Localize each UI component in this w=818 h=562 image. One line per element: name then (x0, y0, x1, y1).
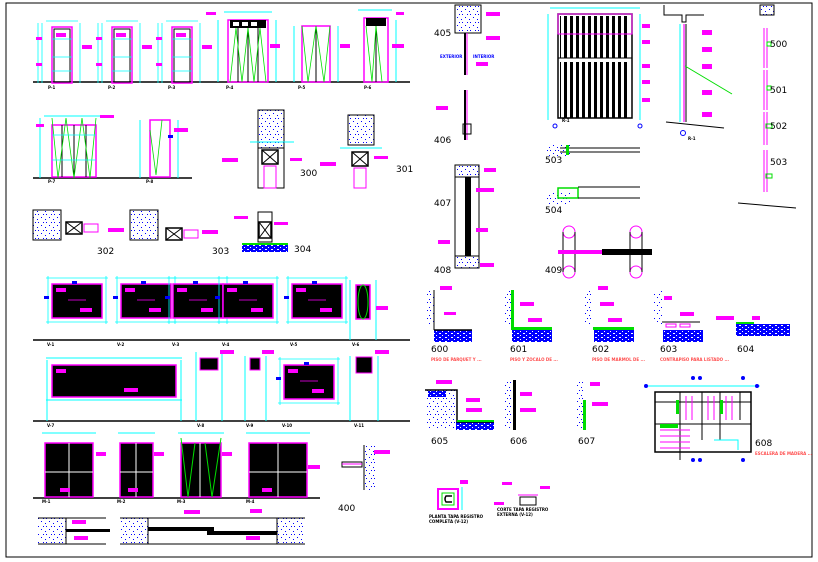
details-600-series (425, 286, 790, 430)
detail-label-602: 602 (592, 345, 610, 355)
window-label-v9: V-9 (246, 423, 254, 428)
door-elevations-row2 (33, 115, 192, 179)
door-elevations-row3 (33, 432, 390, 499)
door-label-m2: M-2 (117, 499, 126, 504)
detail-note-600: PISO DE PARQUET Y ... (431, 357, 482, 362)
detail-label-400: 400 (338, 504, 356, 514)
window-label-v10: V-10 (282, 423, 293, 428)
detail-label-601: 601 (510, 345, 528, 355)
sheet-border (5, 2, 813, 558)
door-label-p4: P-4 (226, 85, 234, 90)
window-label-v7: V-7 (47, 423, 55, 428)
interior-label: INTERIOR (473, 54, 495, 59)
detail-label-301: 301 (396, 165, 414, 175)
bottom-sections (38, 509, 305, 545)
door-label-p3: P-3 (168, 85, 176, 90)
detail-label-607: 607 (578, 437, 596, 447)
detail-label-409: 409 (545, 266, 563, 276)
detail-label-303: 303 (212, 247, 230, 257)
door-label-m1: M-1 (42, 499, 51, 504)
detail-label-408: 408 (434, 266, 452, 276)
detail-label-606: 606 (510, 437, 528, 447)
detail-label-608: 608 (755, 439, 773, 449)
detail-label-502: 502 (770, 122, 788, 132)
detail-label-407: 407 (434, 199, 452, 209)
door-label-m3: M-3 (177, 499, 186, 504)
door-label-p6: P-6 (364, 85, 372, 90)
door-label-p2: P-2 (108, 85, 116, 90)
registro-section-subtitle: EXTERNA (V-12) (497, 512, 533, 517)
detail-label-605: 605 (431, 437, 449, 447)
railing-label: R-1 (688, 136, 696, 141)
door-label-m4: M-4 (246, 499, 255, 504)
detail-label-500: 500 (770, 40, 788, 50)
detail-note-602: PISO DE MARMOL DE ... (592, 357, 646, 362)
detail-label-503-right: 503 (770, 158, 788, 168)
gate-label: R-1 (562, 118, 570, 123)
detail-note-603: CONTRAPISO PARA LISTADO ... (660, 357, 730, 362)
detail-label-504: 504 (545, 206, 563, 216)
registro-plan-title: PLANTA TAPA REGISTRO (429, 514, 484, 519)
window-elevations-row2 (33, 350, 410, 422)
door-label-p8: P-8 (146, 179, 154, 184)
door-elevations-row1 (33, 9, 410, 84)
detail-label-603: 603 (660, 345, 678, 355)
details-300-series (32, 109, 388, 252)
registro-section-title: CORTE TAPA REGISTRO (497, 507, 549, 512)
detail-label-406: 406 (434, 136, 452, 146)
detail-note-608: ESCALERA DE MADERA ... (755, 451, 813, 456)
registro-plan-subtitle: COMPLETA (V-12) (429, 519, 469, 524)
window-label-v5: V-5 (290, 342, 298, 347)
railing-section (663, 4, 797, 209)
detail-label-503: 503 (545, 156, 563, 166)
detail-note-601: PISO Y ZOCALO DE ... (510, 357, 558, 362)
detail-label-501: 501 (770, 86, 788, 96)
detail-label-304: 304 (294, 245, 312, 255)
window-label-v1: V-1 (47, 342, 55, 347)
detail-label-604: 604 (737, 345, 755, 355)
detail-label-300: 300 (300, 169, 318, 179)
details-400-series (436, 4, 500, 269)
window-label-v4: V-4 (222, 342, 230, 347)
registro-details (437, 480, 550, 510)
door-label-p7: P-7 (48, 179, 56, 184)
detail-label-600: 600 (431, 345, 449, 355)
window-label-v2: V-2 (117, 342, 125, 347)
detail-label-302: 302 (97, 247, 115, 257)
window-label-v8: V-8 (197, 423, 205, 428)
window-label-v11: V-11 (354, 423, 365, 428)
window-label-v3: V-3 (172, 342, 180, 347)
stair-plan-608 (644, 376, 760, 462)
detail-label-405: 405 (434, 29, 452, 39)
window-label-v6: V-6 (352, 342, 360, 347)
window-elevations-row1 (33, 275, 410, 341)
gate-elevation (546, 7, 652, 279)
door-label-p5: P-5 (298, 85, 306, 90)
exterior-label: EXTERIOR (440, 54, 463, 59)
door-label-p1: P-1 (48, 85, 56, 90)
